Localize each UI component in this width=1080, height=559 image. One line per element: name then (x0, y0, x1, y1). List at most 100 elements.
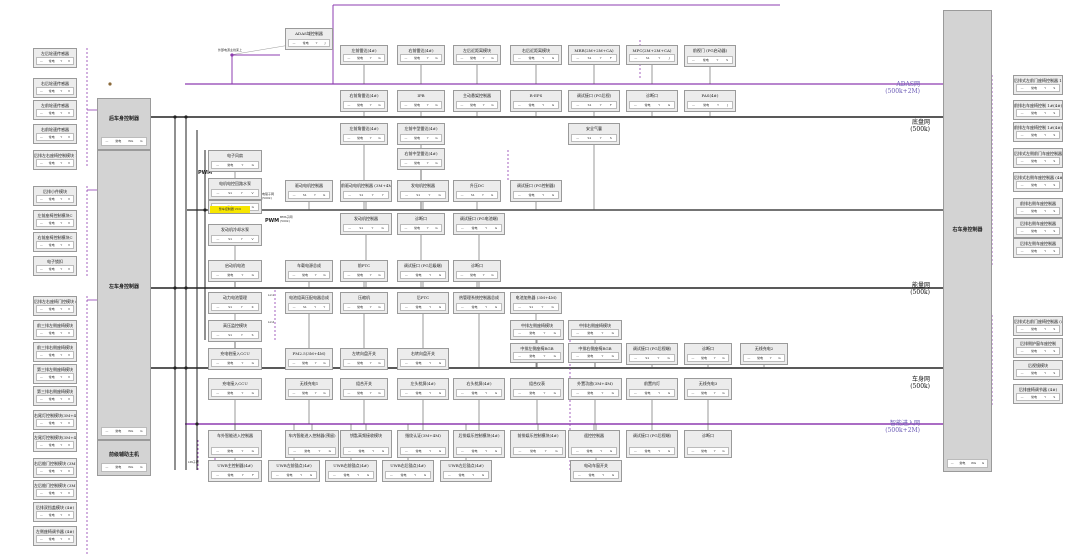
ecu-node[interactable]: 电子锁扣—常电YV (33, 256, 77, 276)
ecu-node[interactable]: UWB左前锚点(4#)—常电YG (268, 460, 320, 482)
ecu-node[interactable]: 高压监控模块—S1YS (208, 320, 262, 342)
ecu-node[interactable]: 右前座椅控制模块C—常电YV (33, 232, 77, 252)
ecu-node[interactable]: 前驱动电机控制器 (3M+4M)—S1YY (340, 180, 392, 202)
ecu-node[interactable]: 组合开关—常电YG (340, 378, 388, 400)
ecu-node[interactable]: 右头枕屏(4#)—常电YG (453, 378, 505, 400)
ecu-node[interactable]: 调试接口 (PG后视端)—S1YG (626, 343, 678, 365)
ecu-node[interactable]: 电动车窗开关—常电YG (570, 460, 622, 482)
ecu-node[interactable]: 无线充电1—常电YG (285, 378, 333, 400)
ecu-node[interactable]: 调试接口 (PG后视)—S1YF (568, 90, 620, 112)
ecu-node[interactable]: 无线充电3—常电YG (684, 378, 732, 400)
ecu-node[interactable]: 车内智能进入控制器(预留)—常电YG (285, 430, 339, 458)
ecu-node[interactable]: 右前角雷达(4#)—常电YG (340, 90, 388, 112)
ecu-node[interactable]: 充电桩接入CCU—常电YG (208, 348, 262, 370)
ecu-node[interactable]: 压缩机—常电YG (340, 292, 388, 314)
ecu-node[interactable]: 前视门 (PG启动器)—常电YS (684, 45, 736, 67)
ecu-node[interactable]: 左前中型雷达(4#)—常电YG (397, 123, 445, 145)
ecu-node[interactable]: R-EPS—常电YG (510, 90, 562, 112)
ecu-node[interactable]: 前PTC—常电YG (340, 260, 388, 282)
ecu-node[interactable]: 后排双挡盖模块 (4#)—常电YV (33, 502, 77, 522)
ecu-node[interactable]: 中排右侧座椅RGB—常电YG (568, 343, 622, 363)
ecu-node[interactable]: 调试接口 (PG后视端)—常电YG (626, 430, 678, 458)
ecu-node[interactable]: 无线充电2—常电YG (740, 343, 788, 365)
ecu-node[interactable]: 左后轮速传感器—常电YV (33, 48, 77, 68)
ecu-node[interactable]: 诊断口—常电YG (626, 90, 678, 112)
ecu-node[interactable]: 发电机控制器—S1YG (397, 180, 449, 202)
ecu-node[interactable]: 后排小件模块—常电YV (33, 186, 77, 206)
ecu-node[interactable]: 后排式左侧前门车座控制器 (4#)—常电YS (1013, 148, 1063, 168)
ecu-node[interactable]: 右后舱门控制模块 (3M+4M)—常电YV (33, 458, 77, 478)
ecu-node[interactable]: ADAS域控制器—常电YJ (285, 28, 333, 50)
ecu-node[interactable]: 左前座椅控制模块C—常电YV (33, 210, 77, 230)
ecu-node[interactable]: MRR(2M+2M+CA)—S1YF (568, 45, 620, 65)
ecu-node[interactable]: 右转向盘开关—常电YG (397, 348, 449, 370)
ecu-node[interactable]: 前排右车座椅控制 1#(4#)—常电YS (1013, 100, 1063, 120)
ecu-node[interactable]: 外置功放(3M+4M)—常电YG (568, 378, 622, 400)
ecu-node[interactable]: 左前轮速传感器—常电YV (33, 100, 77, 120)
ecu-node[interactable]: 第三排左侧座椅模块—常电YV (33, 364, 77, 384)
ecu-node[interactable]: 诊断口—常电YG (453, 260, 501, 282)
ecu-node[interactable]: 安全气囊—S1YS (568, 123, 620, 145)
ecu-node[interactable]: 右前轮速传感器—常电YV (33, 124, 77, 144)
ecu-node[interactable]: 前三排右侧座椅模块—常电YV (33, 342, 77, 362)
ecu-node[interactable]: 右后近距离模块—常电YG (510, 45, 562, 65)
ecu-node[interactable]: 后PTC—常电YG (397, 292, 449, 314)
ecu-node[interactable]: 充电接入CCU—常电YG (208, 378, 262, 400)
ecu-node[interactable]: 第三排右侧座椅模块—常电YV (33, 386, 77, 406)
ecu-node[interactable]: 中排左侧座椅模块—常电YG (510, 320, 564, 340)
ecu-node[interactable]: UWB主控制器(4#)—常电YF (208, 460, 262, 482)
ecu-node[interactable]: 左后舱门控制模块 (3M+4M)—常电YV (33, 480, 77, 500)
ecu-node[interactable]: 升压DC—S1YG (453, 180, 501, 202)
domain-controller[interactable]: 左车身控制器—常电WGG (97, 150, 151, 440)
ecu-node[interactable]: 前三排左侧座椅模块—常电YV (33, 320, 77, 340)
ecu-node[interactable]: 后排式右侧车座控制器 (4#)—常电YS (1013, 172, 1063, 192)
domain-controller[interactable]: 后车身控制器—常电WGG (97, 98, 151, 150)
ecu-node[interactable]: 前排左车座椅控制 1#(4#)—常电YS (1013, 122, 1063, 142)
ecu-node[interactable]: 指纹认证(3M+4M)—常电YG (397, 430, 449, 458)
ecu-node[interactable]: 热管理系统控制器总成—常电YG (453, 292, 505, 314)
ecu-node[interactable]: 车外智能进入控制器—常电YG (208, 430, 262, 458)
ecu-node[interactable]: 右前雷达(4#)—常电YG (397, 45, 445, 65)
ecu-node[interactable]: 后排娱乐控制模块(4#)—常电YG (453, 430, 505, 458)
ecu-node[interactable]: 驱动电机控制器—S1YG (285, 180, 333, 202)
ecu-node[interactable]: 右前中型雷达(4#)—常电YG (397, 148, 445, 170)
ecu-node[interactable]: 后排式右前门座椅控制器 (4#)—常电YS (1013, 316, 1063, 336)
ecu-node[interactable]: 中排左侧座椅RGB—常电YG (510, 343, 564, 363)
domain-controller[interactable]: 右车身控制器—常电WGG (943, 10, 992, 472)
ecu-node[interactable]: 诊断口—常电YG (397, 213, 445, 235)
ecu-node[interactable]: 启动机电池—常电YG (208, 260, 262, 282)
ecu-node[interactable]: 调试接口 (PG后级端)—常电YG (397, 260, 449, 282)
ecu-node[interactable]: 左前角雷达(4#)—常电YG (340, 123, 388, 145)
ecu-node[interactable]: 左尾灯控制模块(3M+4M)—常电YV (33, 432, 77, 452)
ecu-node[interactable]: 发动机控制器—S1YG (340, 213, 392, 235)
ecu-node[interactable]: 前排右侧车座控制器—常电YS (1013, 198, 1063, 218)
ecu-node[interactable]: 电池加热器 (3M+4M)—S1YG (510, 292, 562, 314)
ecu-node[interactable]: 后排侧护窗车座控制—常电YS (1013, 338, 1063, 358)
ecu-node[interactable]: 后排式左前门座椅控制器 1#(4#)—常电YS (1013, 75, 1063, 95)
ecu-node[interactable]: 主动悬架控制器—常电YG (453, 90, 501, 112)
ecu-node[interactable]: PM2.5(3M+4M)—常电YG (285, 348, 333, 370)
ecu-node[interactable]: 左侧座椅调节器 (4#)—常电YV (33, 526, 77, 546)
ecu-node[interactable]: 钥匙高频接收模块—常电YG (340, 430, 392, 458)
ecu-node[interactable]: 电机电控回路水泵—S1YV (208, 178, 262, 200)
ecu-node[interactable]: 后排左右座椅门控模块 (4#)—常电YV (33, 296, 77, 316)
ecu-node[interactable]: 左后近距离模块—常电YG (453, 45, 501, 65)
ecu-node[interactable]: 前置内灯—常电YG (626, 378, 678, 400)
ecu-node[interactable]: 调试接口 (PG控制器)—常电YG (510, 180, 562, 202)
ecu-node[interactable]: 诊断口—常电YG (684, 343, 732, 365)
domain-controller[interactable]: 前级辅助主机—常电WGG (97, 440, 151, 476)
ecu-node[interactable]: 电子风扇—常电YG (208, 150, 262, 172)
ecu-node[interactable]: UWB右后锚点(4#)—常电YG (382, 460, 434, 482)
ecu-node[interactable]: UWB右前锚点(4#)—常电YG (325, 460, 377, 482)
ecu-node[interactable]: 左头枕屏(4#)—常电YG (397, 378, 449, 400)
ecu-node[interactable]: 右后轮速传感器—常电YV (33, 78, 77, 98)
ecu-node[interactable]: 车载电源总成—常电YG (285, 260, 333, 282)
ecu-node[interactable]: 中排右侧座椅模块—常电YG (568, 320, 622, 340)
ecu-node[interactable]: 后排座椅调节器 (4#)—常电YS (1013, 384, 1063, 404)
ecu-node[interactable]: 发动机冷却水泵—S1YV (208, 224, 262, 246)
ecu-node[interactable]: 调试接口 (PG电池端)—常电YG (453, 213, 505, 235)
ecu-node[interactable]: 遥控控制器—常电YG (568, 430, 620, 458)
ecu-node[interactable]: 后排左右座椅控制模块 1#(4#)—常电YV (33, 150, 77, 170)
ecu-node[interactable]: PAS(4#)—常电YJ (684, 90, 736, 112)
ecu-node[interactable]: MPC(2M+2M+CA)—S1YJ (626, 45, 678, 65)
